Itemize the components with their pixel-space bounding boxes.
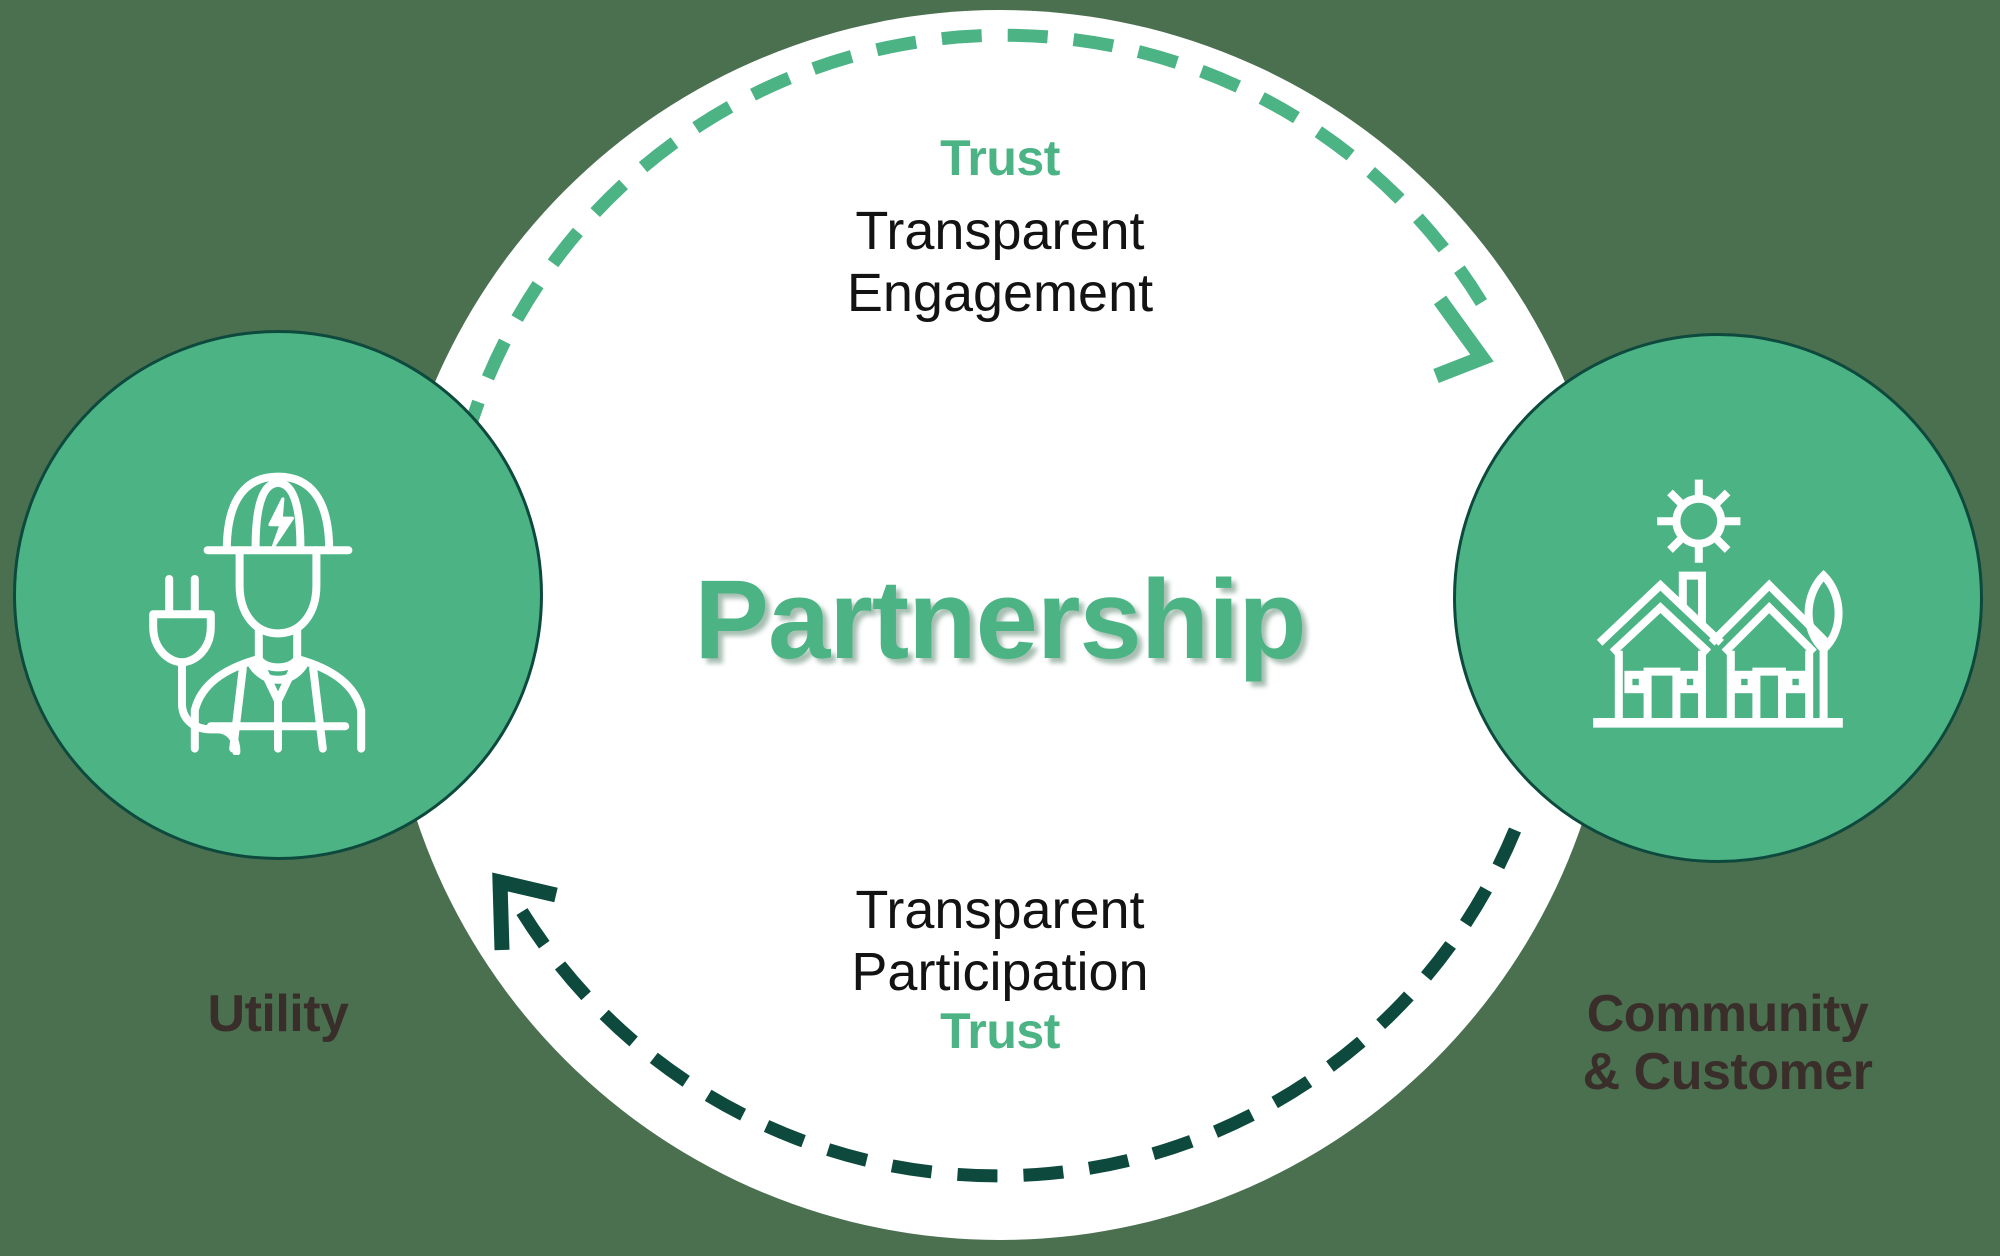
node-community-label-line1: Community (1586, 985, 1869, 1043)
bottom-flow-text: Transparent Participation Trust (690, 880, 1310, 1060)
utility-worker-icon (149, 472, 366, 755)
top-flow-arrowhead-icon (1433, 295, 1494, 383)
bottom-flow-arc (509, 827, 1522, 1183)
top-flow-detail-line2: Engagement (846, 262, 1154, 323)
top-flow-text: Trust Transparent Engagement (690, 130, 1310, 324)
bottom-flow-detail-line1: Transparent (855, 880, 1145, 940)
community-houses-icon (1593, 479, 1843, 728)
top-flow-keyword: Trust (940, 130, 1060, 186)
center-disc (385, 10, 1615, 1240)
top-flow-detail-line1: Transparent (855, 201, 1145, 261)
bottom-flow-arrowhead-icon (492, 872, 558, 951)
node-community-label: Community & Customer (1455, 985, 2000, 1101)
node-utility[interactable] (13, 330, 543, 860)
bottom-flow-detail-line2: Participation (851, 941, 1149, 1002)
bottom-flow-detail: Transparent Participation (690, 880, 1310, 1003)
node-utility-label: Utility (207, 985, 349, 1043)
bottom-flow-keyword: Trust (940, 1003, 1060, 1060)
top-flow-detail: Transparent Engagement (690, 201, 1310, 324)
node-community-label-line2: & Customer (1582, 1043, 1873, 1102)
page-title: Partnership (694, 557, 1306, 682)
top-flow-arc (459, 28, 1492, 442)
node-community[interactable] (1453, 333, 1983, 863)
